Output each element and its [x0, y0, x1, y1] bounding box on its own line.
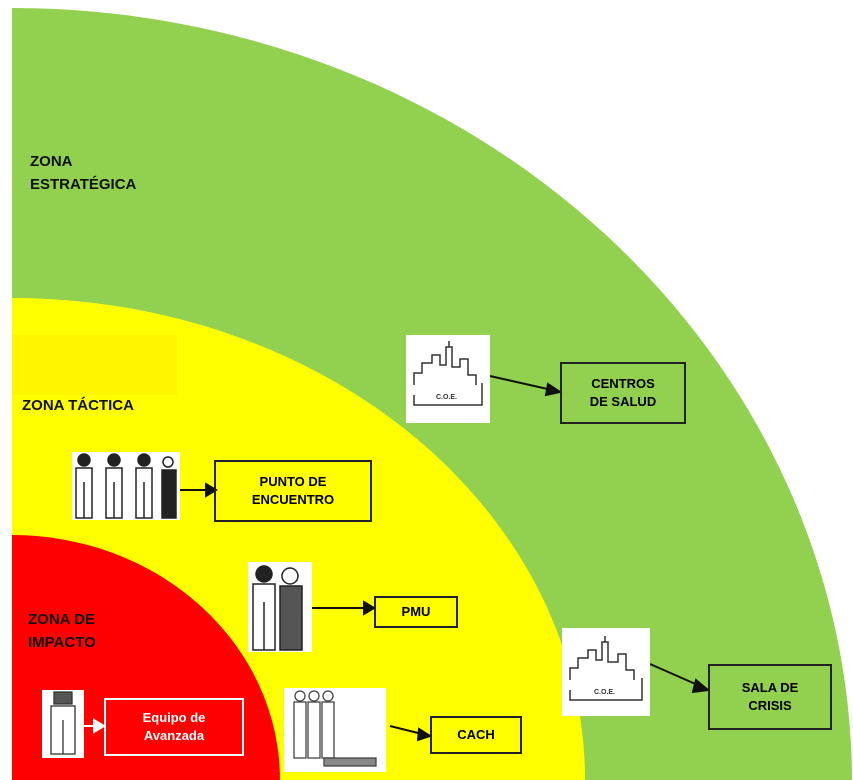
pmu-box: PMU [374, 596, 458, 628]
two-people-icon [248, 562, 312, 652]
arrowhead-group-punto [205, 482, 218, 498]
building-icon-2-graphic: C.O.E. [569, 636, 643, 701]
coe-icon-text: C.O.E. [436, 394, 457, 401]
arrow-rescuers-cach [389, 725, 423, 735]
strategic-zone-label: ZONA ESTRATÉGICA [30, 153, 137, 193]
arrow-coe-centros [489, 375, 553, 391]
arrowhead-rescuers-cach [416, 727, 433, 742]
people-group-graphic [75, 453, 177, 519]
arrowhead-people-pmu [363, 600, 376, 616]
cach-box: CACH [430, 716, 522, 754]
person-graphic [50, 691, 76, 755]
building-icon: C.O.E. [406, 335, 490, 423]
rescuers-icon [284, 688, 386, 772]
tactical-zone-label: ZONA TÁCTICA [22, 397, 134, 414]
arrow-person-equipo-group [84, 718, 106, 734]
person-icon [42, 690, 84, 758]
building-icon-graphic: C.O.E. [413, 341, 483, 406]
arrowhead-coe-sala [691, 678, 711, 694]
two-people-graphic [252, 565, 303, 651]
centros-salud-box: CENTROS DE SALUD [560, 362, 686, 424]
rescuers-graphic [293, 690, 377, 767]
impact-zone-label: ZONA DE IMPACTO [28, 611, 96, 651]
building-icon-2: C.O.E. [562, 628, 650, 716]
arrow-coe-sala [649, 663, 701, 687]
people-group-icon [72, 452, 180, 520]
sala-crisis-box: SALA DE CRISIS [708, 664, 832, 730]
tactical-zone-corner-patch [12, 335, 177, 395]
arrowhead-person-equipo [93, 718, 106, 734]
coe-icon-text-2: C.O.E. [594, 689, 615, 696]
arrows [180, 375, 711, 742]
equipo-avanzada-box: Equipo de Avanzada [104, 698, 244, 756]
punto-encuentro-box: PUNTO DE ENCUENTRO [214, 460, 372, 522]
arrowhead-coe-centros [544, 382, 563, 397]
